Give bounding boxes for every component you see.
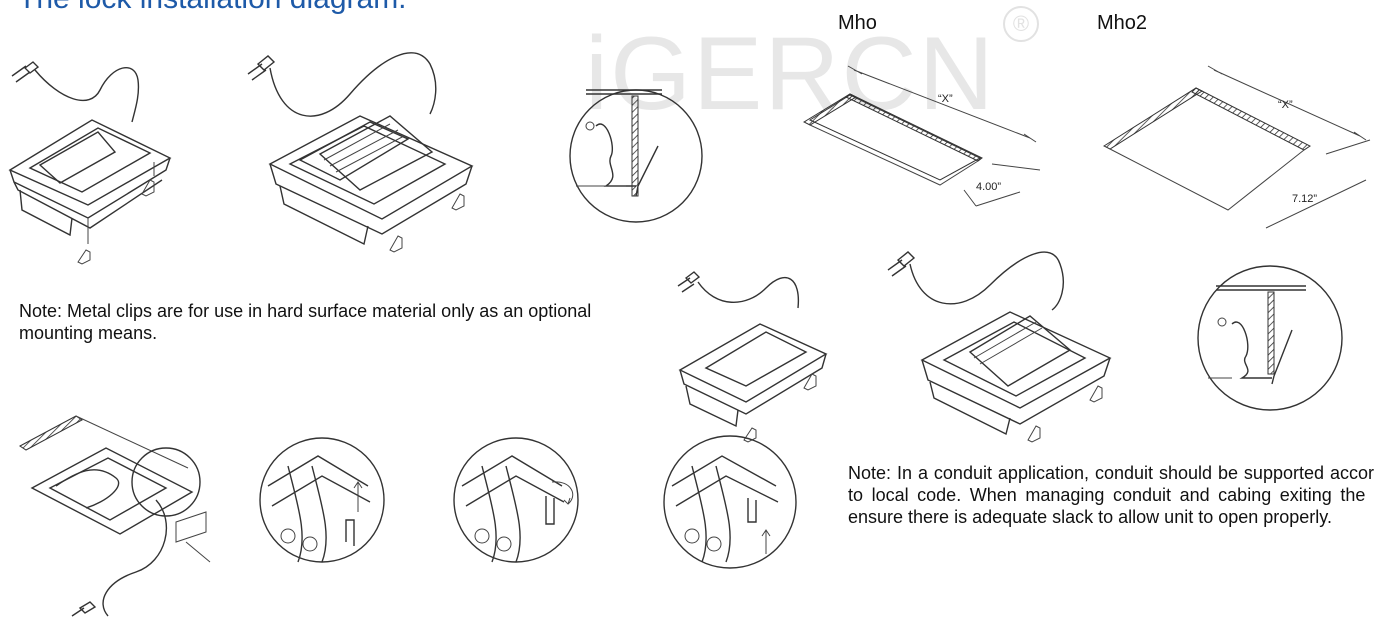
watermark-logo: iGERCN [585,16,996,132]
metal-clips-note: Note: Metal clips are for use in hard su… [19,301,592,343]
mho-x-dimension: “X” [938,93,953,105]
install-sequence-drawing-4 [663,435,797,569]
mho2-depth-dimension: 7.12” [1292,193,1317,205]
closed-unit-drawing-1 [8,61,172,265]
conduit-note: Note: In a conduit application, conduit … [848,463,1374,527]
clip-detail-circle-2 [1197,265,1343,411]
open-unit-drawing-2 [247,52,474,253]
registered-mark: ® [1003,6,1039,42]
mho2-x-dimension: “X” [1278,99,1293,111]
mho2-cutout-diagram: “X” 7.12” [1102,65,1371,229]
page-title: The lock installation diagram. [18,0,407,14]
closed-unit-drawing-3 [677,271,828,443]
mho-cutout-diagram: “X” 4.00” [802,65,1041,207]
install-sequence-drawing-3 [453,437,579,563]
install-sequence-drawing-1 [19,415,211,617]
clip-detail-circle-1 [569,89,703,223]
mho2-label: Mho2 [1097,12,1148,34]
open-unit-drawing-4 [887,251,1112,443]
mho-label: Mho [838,12,877,34]
mho-depth-dimension: 4.00” [976,181,1001,193]
install-sequence-drawing-2 [259,437,385,563]
